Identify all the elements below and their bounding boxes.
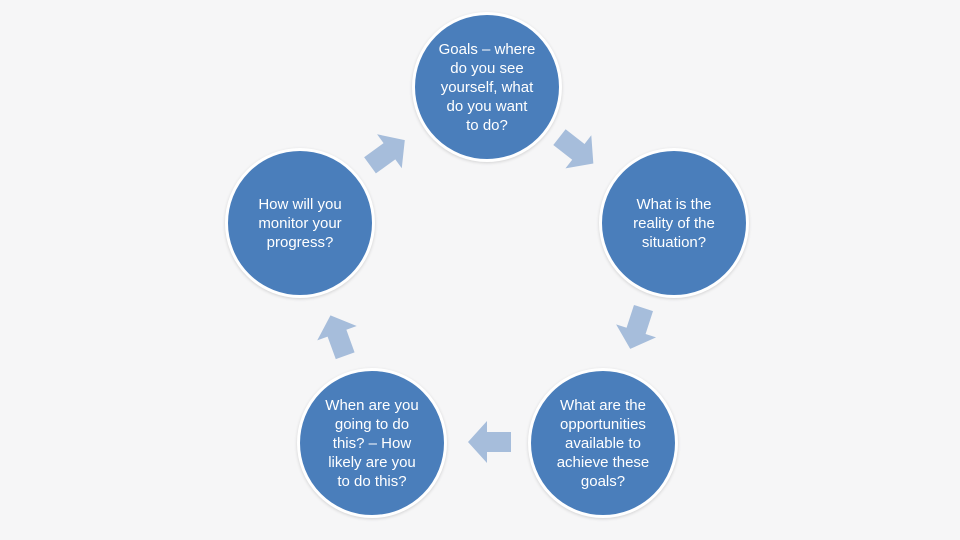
node-monitor-text: How will you monitor your progress?	[258, 195, 342, 251]
node-when-text: When are you going to do this? – How lik…	[325, 396, 419, 490]
arrow-left-icon	[468, 421, 511, 463]
node-goals-text: Goals – where do you see yourself, what …	[438, 40, 536, 134]
node-reality: What is the reality of the situation?	[599, 148, 749, 298]
arrow-down-icon	[616, 304, 657, 349]
node-opportunities-text: What are the opportunities available to …	[556, 396, 650, 490]
arrow-right-down-icon	[553, 129, 594, 169]
arrow-right-up-icon	[364, 134, 405, 174]
node-opportunities: What are the opportunities available to …	[528, 368, 678, 518]
node-goals: Goals – where do you see yourself, what …	[412, 12, 562, 162]
node-when: When are you going to do this? – How lik…	[297, 368, 447, 518]
node-monitor: How will you monitor your progress?	[225, 148, 375, 298]
arrow-up-icon	[317, 315, 357, 360]
node-reality-text: What is the reality of the situation?	[633, 195, 715, 251]
